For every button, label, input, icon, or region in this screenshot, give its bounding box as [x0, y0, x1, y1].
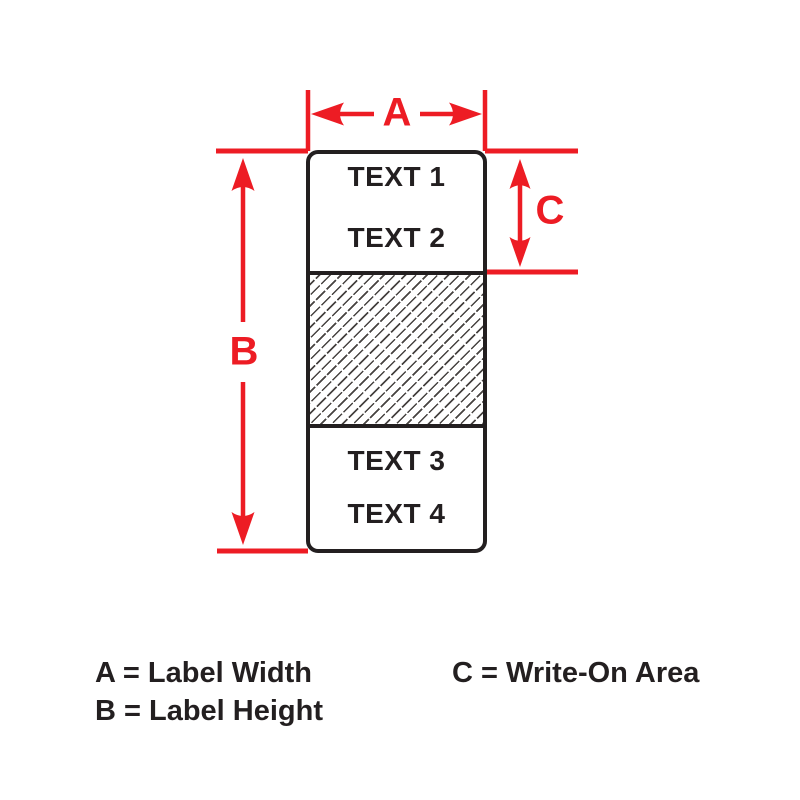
label-text-1: TEXT 1 — [347, 161, 446, 192]
legend-label-width: A = Label Width — [95, 657, 312, 689]
dim-c-arrow — [509, 159, 531, 267]
label-bottom-text-area: TEXT 3 TEXT 4 — [310, 428, 483, 549]
label-text-2: TEXT 2 — [347, 222, 446, 253]
dim-a-ticks — [305, 90, 488, 151]
label-text-4: TEXT 4 — [347, 498, 446, 529]
label-text-3: TEXT 3 — [347, 445, 446, 476]
write-on-area-top-border — [310, 271, 483, 275]
dim-a-arrow — [311, 102, 482, 126]
write-on-area-bottom-border — [310, 424, 483, 428]
dim-c-letter: C — [535, 188, 565, 233]
extension-lines — [216, 148, 578, 554]
legend-write-on-area: C = Write-On Area — [452, 657, 700, 689]
hatched-band — [310, 275, 483, 424]
dim-a-letter: A — [382, 90, 412, 135]
legend-label-height: B = Label Height — [95, 695, 324, 727]
dim-b-arrow — [231, 158, 255, 545]
label-top-text-area: TEXT 1 TEXT 2 — [310, 154, 483, 271]
dim-b-letter: B — [229, 329, 259, 374]
label-outline: TEXT 1 TEXT 2 TEXT 3 TEXT 4 — [306, 150, 487, 553]
